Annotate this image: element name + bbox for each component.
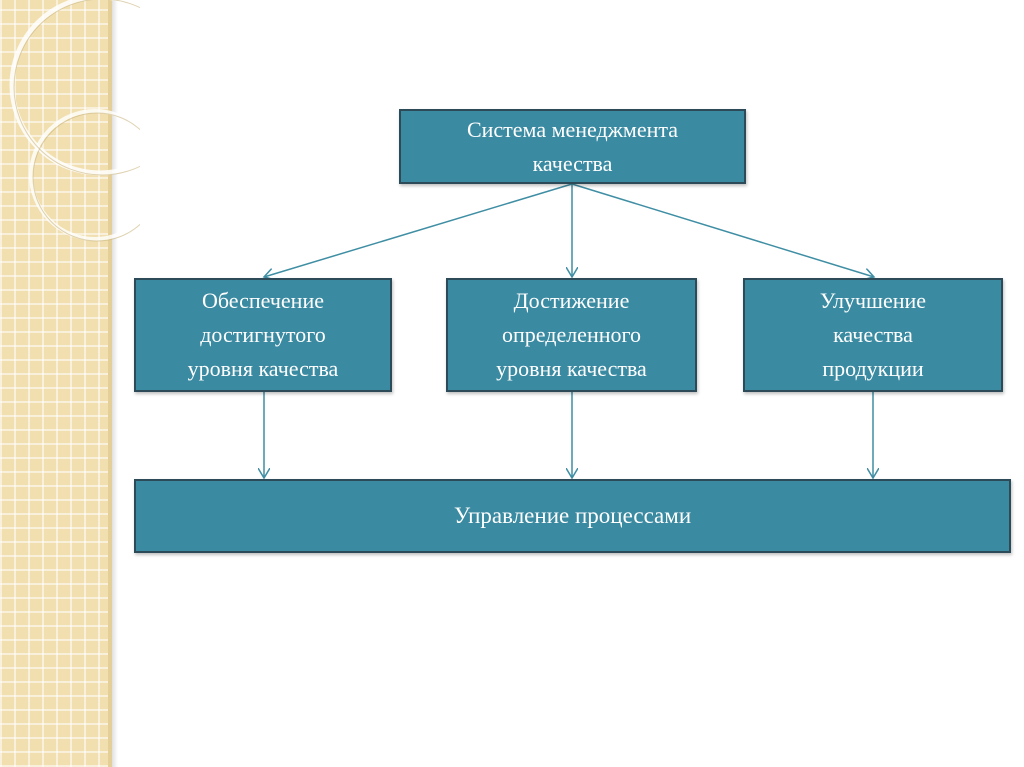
arrow-top-to-left	[264, 183, 573, 277]
upper-ring	[9, 0, 140, 176]
decorative-rings	[9, 0, 140, 242]
side-strip-edge	[108, 0, 112, 767]
process-management-label: Управление процессами	[453, 503, 692, 528]
quality-management-system-box: Система менеджмента качества	[399, 109, 746, 184]
lower-ring-shadow	[32, 112, 140, 242]
achieve-defined-quality-label: Достижение определенного уровня качества	[496, 288, 647, 381]
quality-management-system-label: Система менеджмента качества	[466, 116, 679, 176]
improve-product-quality-box: Улучшение качества продукции	[743, 278, 1003, 392]
arrow-top-to-right	[571, 183, 874, 277]
process-management-box: Управление процессами	[134, 479, 1011, 553]
improve-product-quality-label: Улучшение качества продукции	[819, 288, 927, 381]
lower-ring	[29, 109, 140, 241]
achieve-defined-quality-box: Достижение определенного уровня качества	[446, 278, 697, 392]
maintain-achieved-quality-box: Обеспечение достигнутого уровня качества	[134, 278, 392, 392]
maintain-achieved-quality-label: Обеспечение достигнутого уровня качества	[187, 288, 339, 381]
upper-ring-shadow	[13, 0, 140, 176]
side-strip-shadow	[112, 0, 118, 767]
